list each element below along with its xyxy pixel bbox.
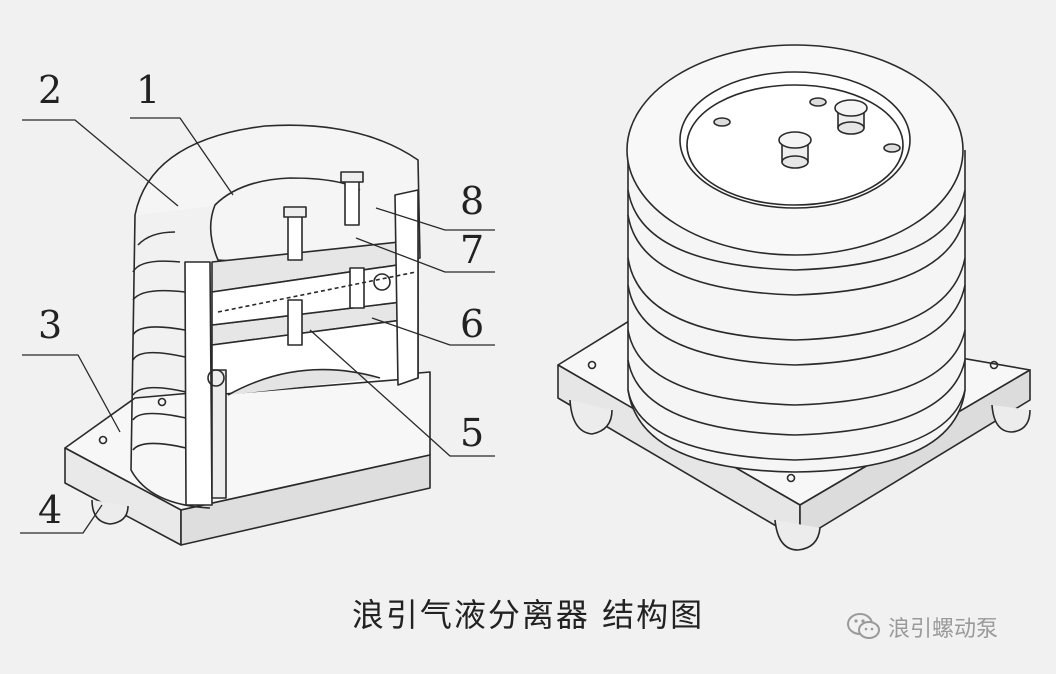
foot-right-b bbox=[774, 519, 821, 551]
assembled-assembly bbox=[557, 44, 1031, 551]
wechat-icon bbox=[847, 613, 880, 639]
label-3: 3 bbox=[38, 303, 62, 347]
label-8: 8 bbox=[460, 179, 484, 223]
label-6: 6 bbox=[460, 302, 484, 346]
top-fittings-right bbox=[713, 97, 901, 169]
ring-body-left bbox=[130, 124, 421, 509]
label-7: 7 bbox=[460, 228, 484, 272]
base-plate-left bbox=[64, 371, 431, 546]
leader-lines bbox=[20, 117, 495, 534]
inner-fittings-left bbox=[217, 171, 417, 346]
callout-labels: 2 1 3 4 8 7 6 5 bbox=[38, 68, 484, 532]
ring-stack-right bbox=[626, 44, 966, 473]
watermark: 浪引螺动泵 bbox=[846, 610, 998, 644]
label-5: 5 bbox=[460, 411, 484, 455]
diagram-caption: 浪引气液分离器 结构图 bbox=[351, 596, 705, 634]
label-4: 4 bbox=[38, 488, 62, 532]
label-1: 1 bbox=[136, 68, 160, 112]
cutaway-assembly bbox=[64, 124, 431, 546]
foot-right-c bbox=[991, 404, 1031, 433]
foot-right-a bbox=[569, 399, 613, 435]
watermark-text: 浪引螺动泵 bbox=[888, 617, 999, 642]
label-2: 2 bbox=[38, 68, 62, 112]
